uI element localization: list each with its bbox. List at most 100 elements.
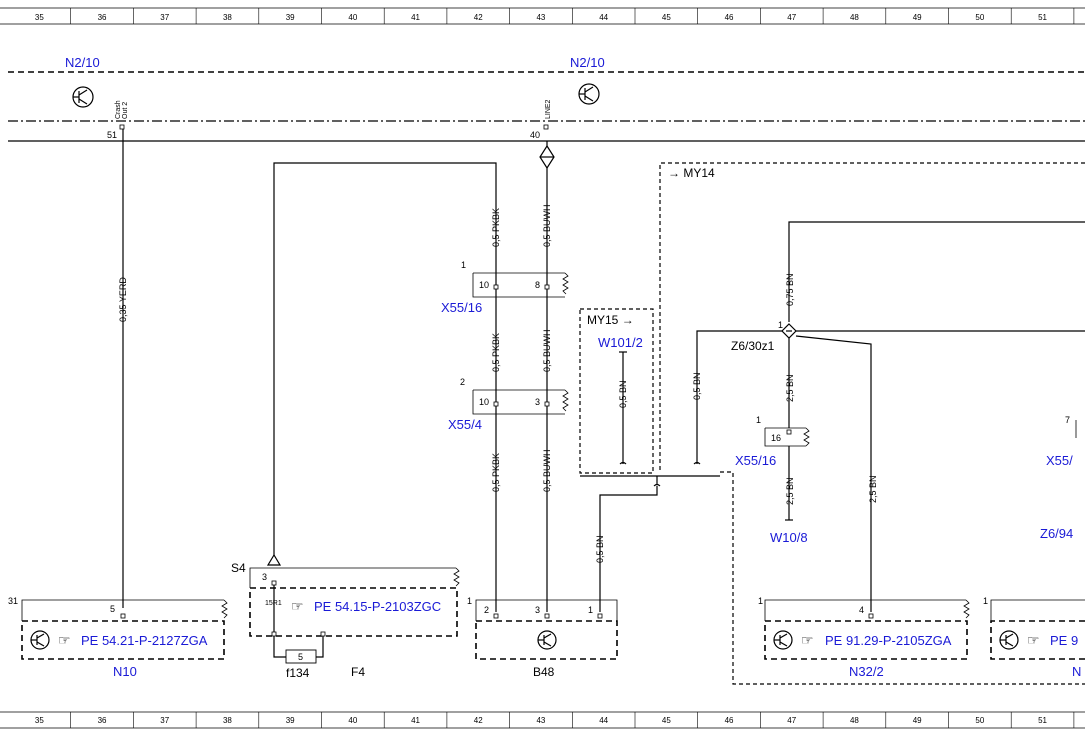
svg-text:10: 10 (479, 280, 489, 290)
transistor-icon (537, 630, 557, 650)
wire-label-bn-25-b: 2,5 BN (785, 477, 795, 505)
component-label: B48 (533, 665, 555, 679)
crash-pin-number: 51 (107, 130, 117, 140)
ruler-column-number: 46 (725, 716, 734, 725)
region-my14-label: → MY14 (668, 166, 715, 180)
ruler-column-number: 37 (160, 716, 169, 725)
transistor-icon (578, 83, 600, 105)
component-s4: S4 3 15R1 ☞ PE 54.15-P-2103ZGC 5 f134 F4 (231, 553, 460, 680)
svg-text:1: 1 (461, 260, 466, 270)
wire-label-bn-075: 0,75 BN (785, 273, 795, 306)
svg-text:1: 1 (588, 605, 593, 615)
transistor-icon (72, 86, 94, 108)
svg-text:2: 2 (484, 605, 489, 615)
component-n32: 1 4 ☞ PE 91.29-P-2105ZGA N32/2 (758, 596, 970, 679)
ruler-column-number: 44 (599, 13, 608, 22)
connector-x55-16b: 1 16 X55/16 (735, 415, 810, 468)
svg-text:3: 3 (535, 605, 540, 615)
connector-label: X55/4 (448, 417, 482, 432)
doc-reference[interactable]: PE 9 (1050, 633, 1078, 648)
wire-label-bn-25-c: 2,5 BN (868, 475, 878, 503)
region-my14 (659, 162, 1085, 472)
ruler-column-number: 43 (536, 13, 545, 22)
z694-label: Z6/94 (1040, 526, 1073, 541)
wire-label-bn-b48: 0,5 BN (595, 535, 605, 563)
ruler-column-number: 38 (223, 13, 232, 22)
wire-label-bn-my14: 0,5 BN (692, 372, 702, 400)
connector-label: X55/16 (441, 300, 482, 315)
svg-text:3: 3 (262, 572, 267, 582)
wire-bn-075 (788, 221, 1085, 322)
wire-pkbk-top (273, 162, 497, 557)
ruler-column-number: 37 (160, 13, 169, 22)
component-label: F4 (351, 665, 365, 679)
line2-pin-number: 40 (530, 130, 540, 140)
component-label: N32/2 (849, 664, 884, 679)
line2-label: LINE2 (545, 99, 552, 119)
transistor-icon (999, 630, 1019, 650)
wire-bn-my14 (696, 330, 789, 464)
ruler-column-number: 51 (1038, 13, 1047, 22)
crash-pin (119, 124, 125, 130)
ruler-column-number: 51 (1038, 716, 1047, 725)
ruler-column-number: 45 (662, 716, 671, 725)
wire-label-pkbk-bot: 0,5 PKBK (491, 453, 501, 492)
ecu-label-mid: N2/10 (570, 55, 605, 70)
splice-label: Z6/30z1 (731, 339, 775, 353)
transistor-icon (30, 630, 50, 650)
ruler-column-number: 42 (474, 13, 483, 22)
fuse-label: f134 (286, 666, 310, 680)
svg-text:5: 5 (110, 604, 115, 614)
ruler-column-number: 50 (975, 13, 984, 22)
pointing-hand-icon: ☞ (1027, 632, 1040, 648)
doc-reference[interactable]: PE 91.29-P-2105ZGA (825, 633, 952, 648)
w10-label: W10/8 (770, 530, 808, 545)
wire-break (619, 461, 627, 465)
wire-break (653, 483, 661, 487)
connector-label: X55/16 (735, 453, 776, 468)
wire-label-buwh-bot: 0,5 BUWH (542, 449, 552, 492)
component-n10: 31 5 ☞ PE 54.21-P-2127ZGA N10 (8, 596, 228, 679)
arrow-up-icon (266, 553, 282, 566)
ruler-column-number: 38 (223, 716, 232, 725)
svg-text:10: 10 (479, 397, 489, 407)
ruler-column-number: 49 (913, 716, 922, 725)
ruler-column-number: 35 (35, 13, 44, 22)
region-my15 (579, 308, 654, 474)
svg-text:31: 31 (8, 596, 18, 606)
component-right-partial: 1 ☞ PE 9 N (983, 596, 1085, 679)
splice-node-icon (781, 323, 797, 339)
ruler-column-number: 41 (411, 716, 420, 725)
ruler-column-number: 45 (662, 13, 671, 22)
ruler-column-number: 50 (975, 716, 984, 725)
wire-label-yerd: 0,35 YERD (118, 277, 128, 322)
wire-break (693, 461, 701, 465)
wire-label-bn-w101: 0,5 BN (618, 380, 628, 408)
component-b48: 1 2 3 1 B48 (467, 596, 618, 679)
ruler-column-number: 48 (850, 13, 859, 22)
ruler-column-number: 40 (348, 716, 357, 725)
connector-right-label: X55/ (1046, 453, 1073, 468)
svg-text:1: 1 (756, 415, 761, 425)
ruler-column-number: 42 (474, 716, 483, 725)
ruler-column-number: 39 (286, 13, 295, 22)
line2-pin (543, 124, 549, 130)
svg-text:4: 4 (859, 605, 864, 615)
crash-label: Crash Out 2 (115, 98, 129, 119)
svg-text:2: 2 (460, 377, 465, 387)
wire-bn-b48 (599, 486, 658, 612)
ruler-column-number: 44 (599, 716, 608, 725)
transistor-icon (773, 630, 793, 650)
wire-label-pkbk-top: 0,5 PKBK (491, 208, 501, 247)
connector-x55-4: 2 10 3 X55/4 (448, 377, 569, 432)
doc-reference[interactable]: PE 54.15-P-2103ZGC (314, 599, 441, 614)
doc-reference[interactable]: PE 54.21-P-2127ZGA (81, 633, 208, 648)
ruler-column-number: 47 (787, 13, 796, 22)
pointing-hand-icon: ☞ (58, 632, 71, 648)
component-label: N (1072, 664, 1081, 679)
ruler-column-number: 35 (35, 716, 44, 725)
svg-text:5: 5 (298, 652, 303, 662)
wire-bn-25-c (795, 335, 872, 612)
ecu-label-left: N2/10 (65, 55, 100, 70)
